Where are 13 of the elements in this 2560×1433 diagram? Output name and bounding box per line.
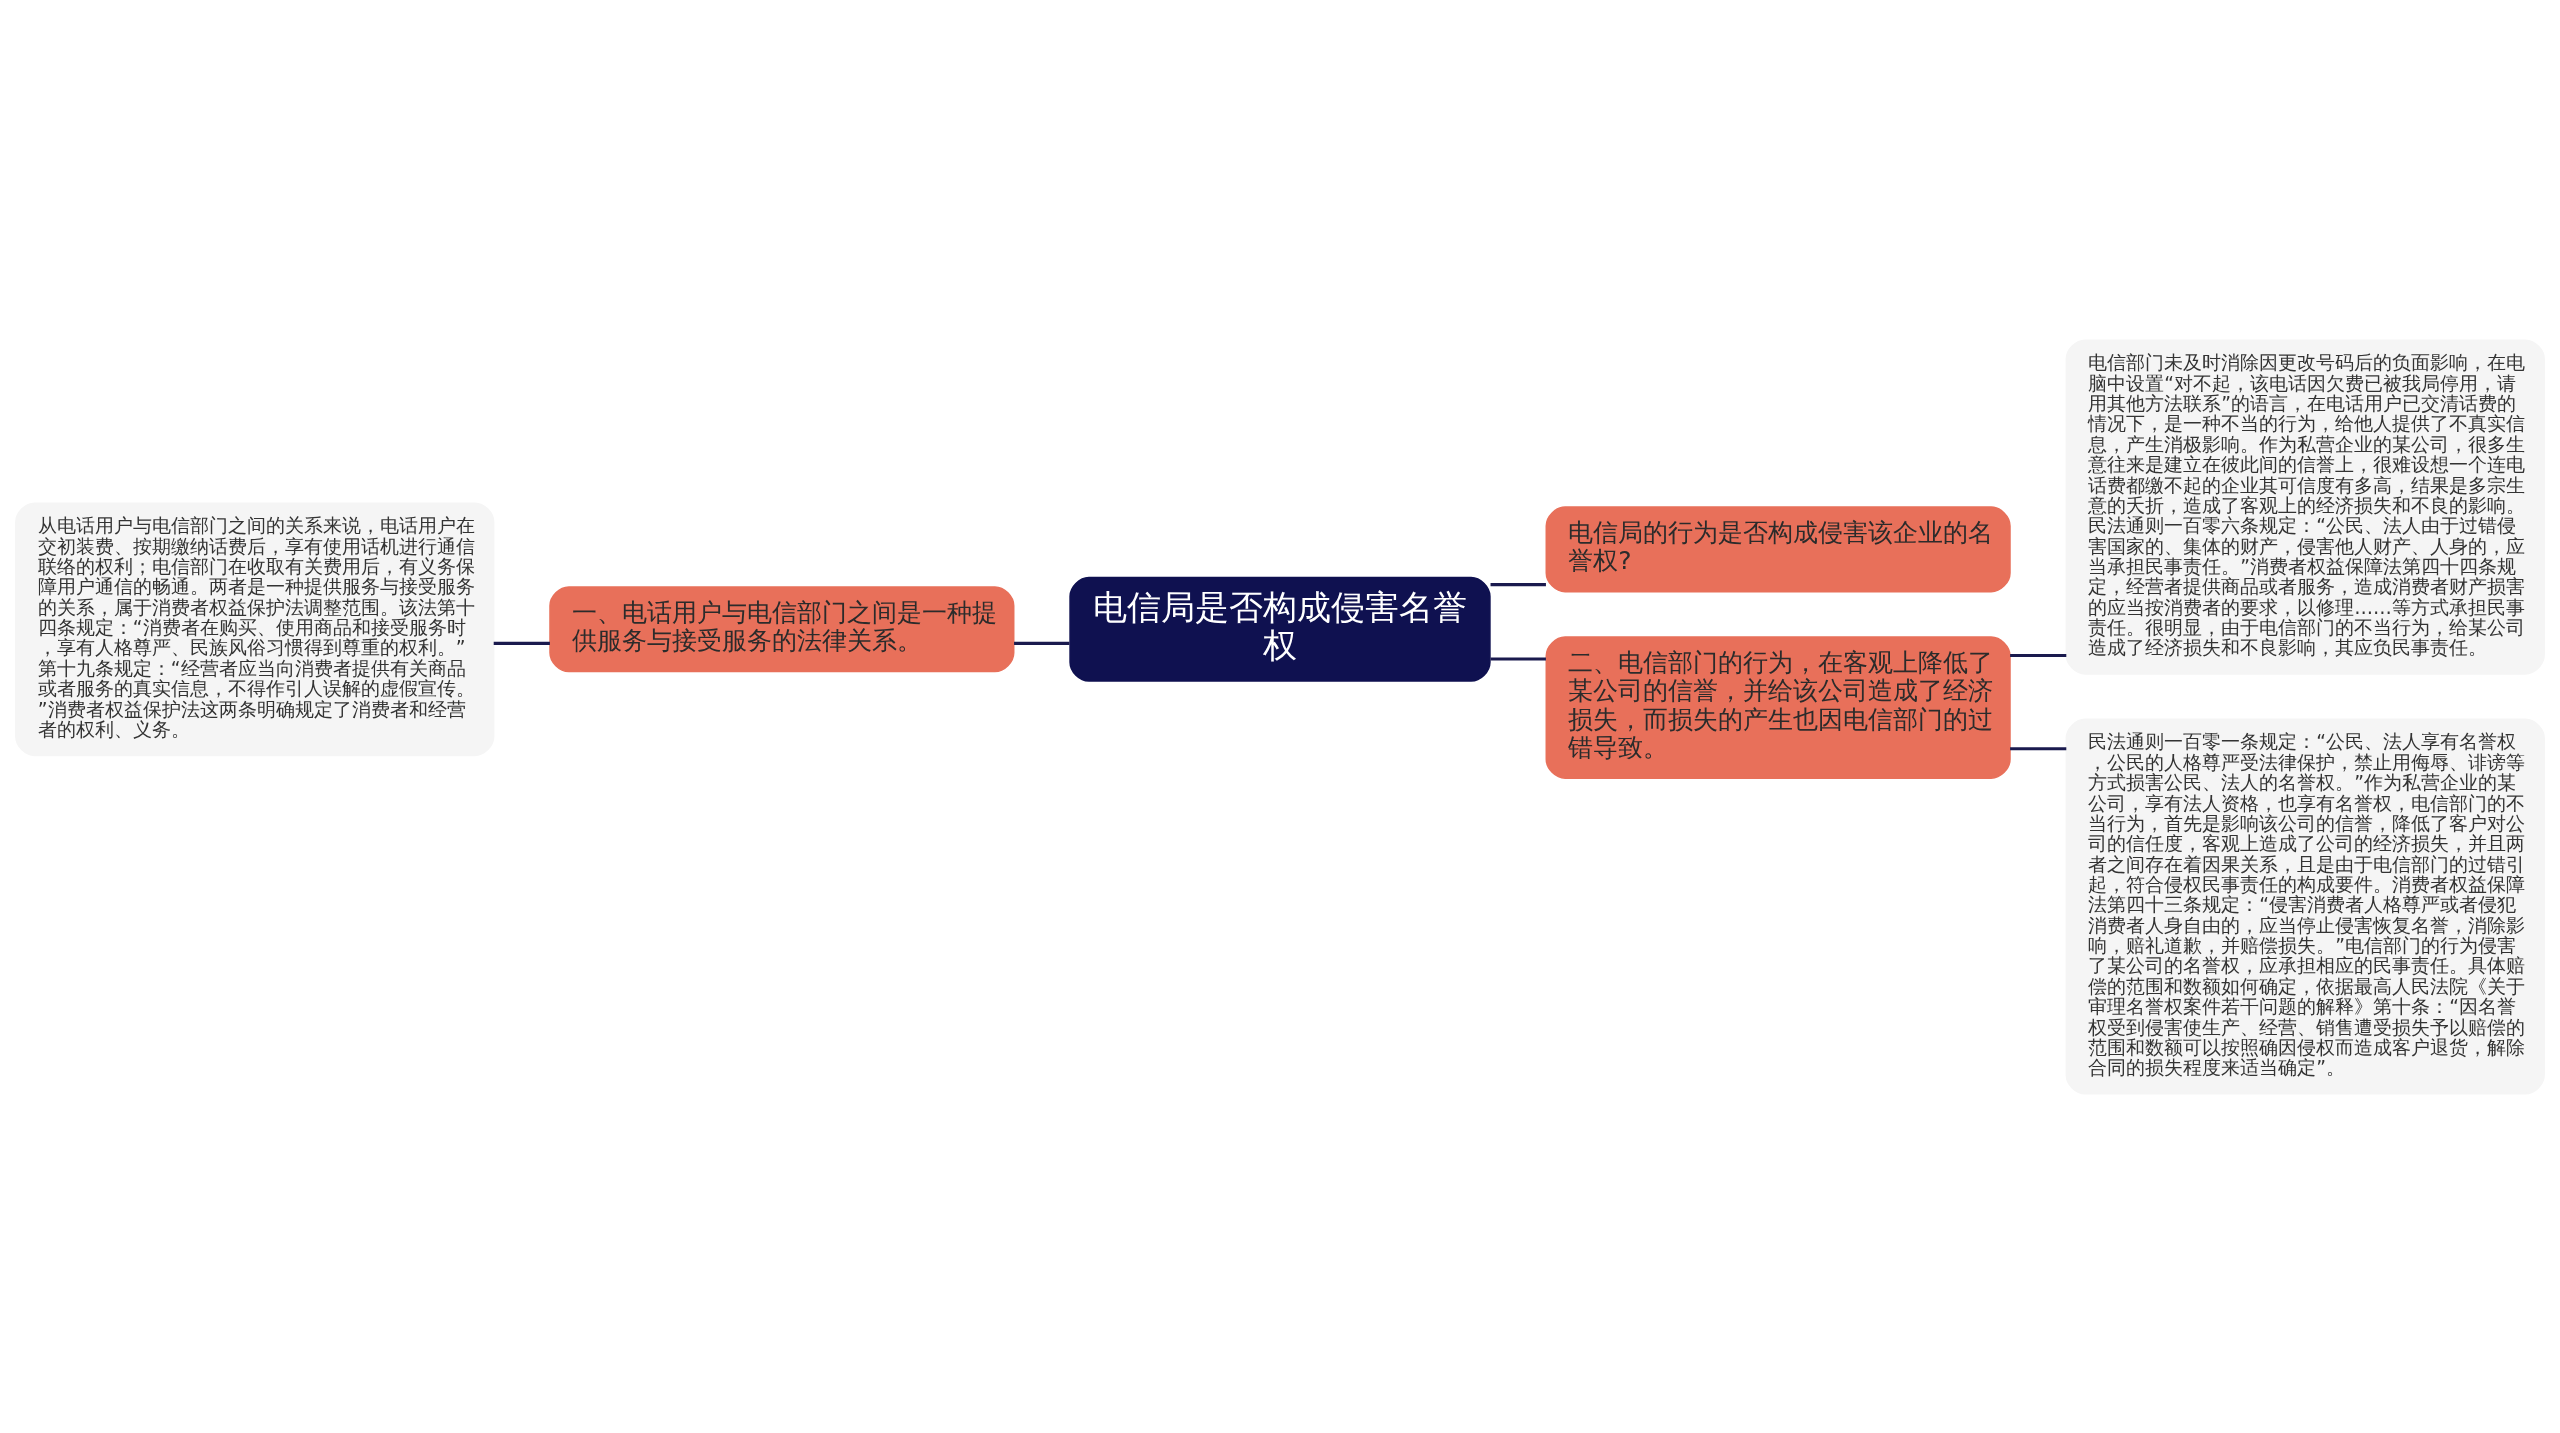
- connector: [493, 641, 550, 645]
- node-box: 电信部门未及时消除因更改号码后的负面影响，在电脑中设置“对不起，该电话因欠费已被我局停用，请用其他方法联系”的语言，在电话用户已交清话费的情况下，是一种不当的行为，给他人提供了不真实信息，产生消极影响。作为私营企业的某公司，很多生意往来是建立在彼此间的信誉上，很难设想一个连电话费都缴不起的企业其可信度有多高，结果是多宗生意的夭折，造成了客观上的经济损失和不良的影响。民法通则一百零六条规定：“公民、法人由于过错侵害国家的、集体的财产，侵害他人财产、人身的，应当承担民事责任。”消费者权益保障法第四十四条规定，经营者提供商品或者服务，造成消费者财产损害的应当按消费者的要求，以修理……等方式承担民事责任。很明显，由于电信部门的不当行为，给某公司造成了经济损失和不良影响，其应负民事责任。: [2065, 339, 2545, 675]
- connector: [2010, 653, 2067, 657]
- connector: [1014, 641, 1070, 645]
- connector: [1490, 656, 1546, 661]
- node-box: 一、电话用户与电信部门之间是一种提供服务与接受服务的法律关系。: [549, 585, 1015, 672]
- node-box: 二、电信部门的行为，在客观上降低了某公司的信誉，并给该公司造成了经济损失，而损失的产生也因电信部门的过错导致。: [1545, 635, 2011, 779]
- node-box: 从电话用户与电信部门之间的关系来说，电话用户在交初装费、按期缴纳话费后，享有使用话机进行通信联络的权利；电信部门在收取有关费用后，有义务保障用户通信的畅通。两者是一种提供服务与接受服务的关系，属于消费者权益保护法调整范围。该法第十四条规定：“消费者在购买、使用商品和接受服务时，享有人格尊严、民族风俗习惯得到尊重的权利。”第十九条规定：“经营者应当向消费者提供有关商品或者服务的真实信息，不得作引人误解的虚假宣传。”消费者权益保护法这两条明确规定了消费者和经营者的权利、义务。: [15, 501, 495, 756]
- node-box: 电信局的行为是否构成侵害该企业的名誉权?: [1545, 505, 2011, 592]
- node-box: 电信局是否构成侵害名誉权: [1069, 576, 1491, 682]
- connector: [2010, 746, 2067, 750]
- connector: [1490, 582, 1546, 586]
- node-box: 民法通则一百零一条规定：“公民、法人享有名誉权，公民的人格尊严受法律保护，禁止用侮辱、诽谤等方式损害公民、法人的名誉权。”作为私营企业的某公司，享有法人资格，也享有名誉权，电信部门的不当行为，首先是影响该公司的信誉，降低了客户对公司的信任度，客观上造成了公司的经济损失，并且两者之间存在着因果关系，且是由于电信部门的过错引起，符合侵权民事责任的构成要件。消费者权益保障法第四十三条规定：“侵害消费者人格尊严或者侵犯消费者人身自由的，应当停止侵害恢复名誉，消除影响，赔礼道歉，并赔偿损失。”电信部门的行为侵害了某公司的名誉权，应承担相应的民事责任。具体赔偿的范围和数额如何确定，依据最高人民法院《关于审理名誉权案件若干问题的解释》第十条：“因名誉权受到侵害使生产、经营、销售遭受损失予以赔偿的范围和数额可以按照确因侵权而造成客户退货，解除合同的损失程度来适当确定”。: [2065, 718, 2545, 1094]
